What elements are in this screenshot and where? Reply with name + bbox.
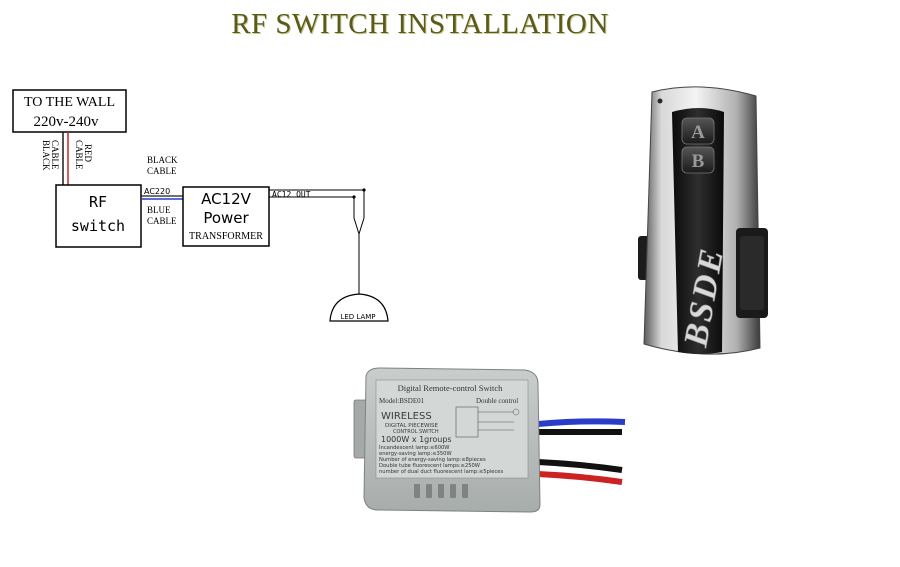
transformer-box	[182, 186, 270, 247]
remote-button-a-label: A	[691, 122, 705, 143]
transformer-line3: TRANSFORMER	[189, 231, 263, 242]
remote-button-b-label: B	[692, 151, 705, 172]
black-cable-label-a: BLACK	[41, 140, 51, 171]
remote-control: A B BSDE	[638, 86, 768, 355]
remote-button-a[interactable]	[681, 117, 715, 145]
receiver-sub1: DIGITAL PIECEWISE	[385, 423, 439, 429]
receiver-vent-slots	[414, 484, 468, 498]
black-cable-top-label-b: CABLE	[147, 166, 177, 176]
receiver-spec3: Number of energy-saving lamp:≤8pieces	[379, 457, 486, 463]
ac12-out-label: AC12 OUT	[272, 190, 311, 199]
blue-cable-label-b: CABLE	[147, 216, 177, 226]
remote-led-icon	[657, 98, 663, 104]
receiver-spec5: number of dual duct fluorescent lamp:≤5p…	[379, 469, 503, 475]
receiver-wire-black-2	[537, 459, 623, 473]
red-cable-label-a: RED	[83, 144, 93, 163]
receiver-module: Digital Remote-control Switch Model:BSDE…	[353, 367, 626, 513]
receiver-spec2: energy-saving lamp:≤350W	[379, 451, 452, 457]
receiver-header: Digital Remote-control Switch	[398, 383, 504, 393]
transformer-line1: AC12V	[201, 190, 252, 208]
led-lamp-label: LED LAMP	[340, 313, 375, 321]
receiver-schematic-lamp-icon	[512, 408, 520, 416]
receiver-mode: Double control	[476, 397, 518, 405]
receiver-spec4: Double tube fluorescent lamps:≤250W	[379, 463, 480, 469]
page-title: RF SWITCH INSTALLATION	[231, 8, 609, 40]
transformer-line2: Power	[203, 209, 249, 227]
rf-switch-line1: RF	[89, 193, 107, 211]
rf-switch-box	[55, 184, 142, 248]
receiver-model: Model:BSDE01	[379, 397, 425, 405]
receiver-sub2: CONTROL SWITCH	[393, 429, 439, 435]
rf-switch-line2: switch	[71, 217, 125, 235]
lamp-wire-join	[353, 217, 365, 236]
receiver-label-panel	[375, 379, 529, 479]
receiver-wire-red	[537, 471, 623, 485]
ac220-label: AC220	[144, 187, 170, 196]
wall-box	[12, 89, 127, 133]
black-cable-top-label-a: BLACK	[147, 155, 178, 165]
red-cable-label-b: CABLE	[74, 140, 84, 170]
receiver-rating: 1000W x 1groups	[381, 435, 452, 444]
blue-cable-label-a: BLUE	[147, 205, 171, 215]
black-cable-label-b: CABLE	[50, 140, 60, 170]
wall-box-line1: TO THE WALL	[24, 95, 115, 110]
receiver-spec1: Incandescent lamp:≤600W	[379, 445, 449, 451]
remote-button-b[interactable]	[681, 146, 715, 174]
led-lamp-shade	[329, 293, 389, 322]
wall-box-line2: 220v-240v	[34, 114, 99, 130]
receiver-wire-blue	[537, 418, 626, 427]
receiver-wireless: WIRELESS	[381, 411, 432, 422]
